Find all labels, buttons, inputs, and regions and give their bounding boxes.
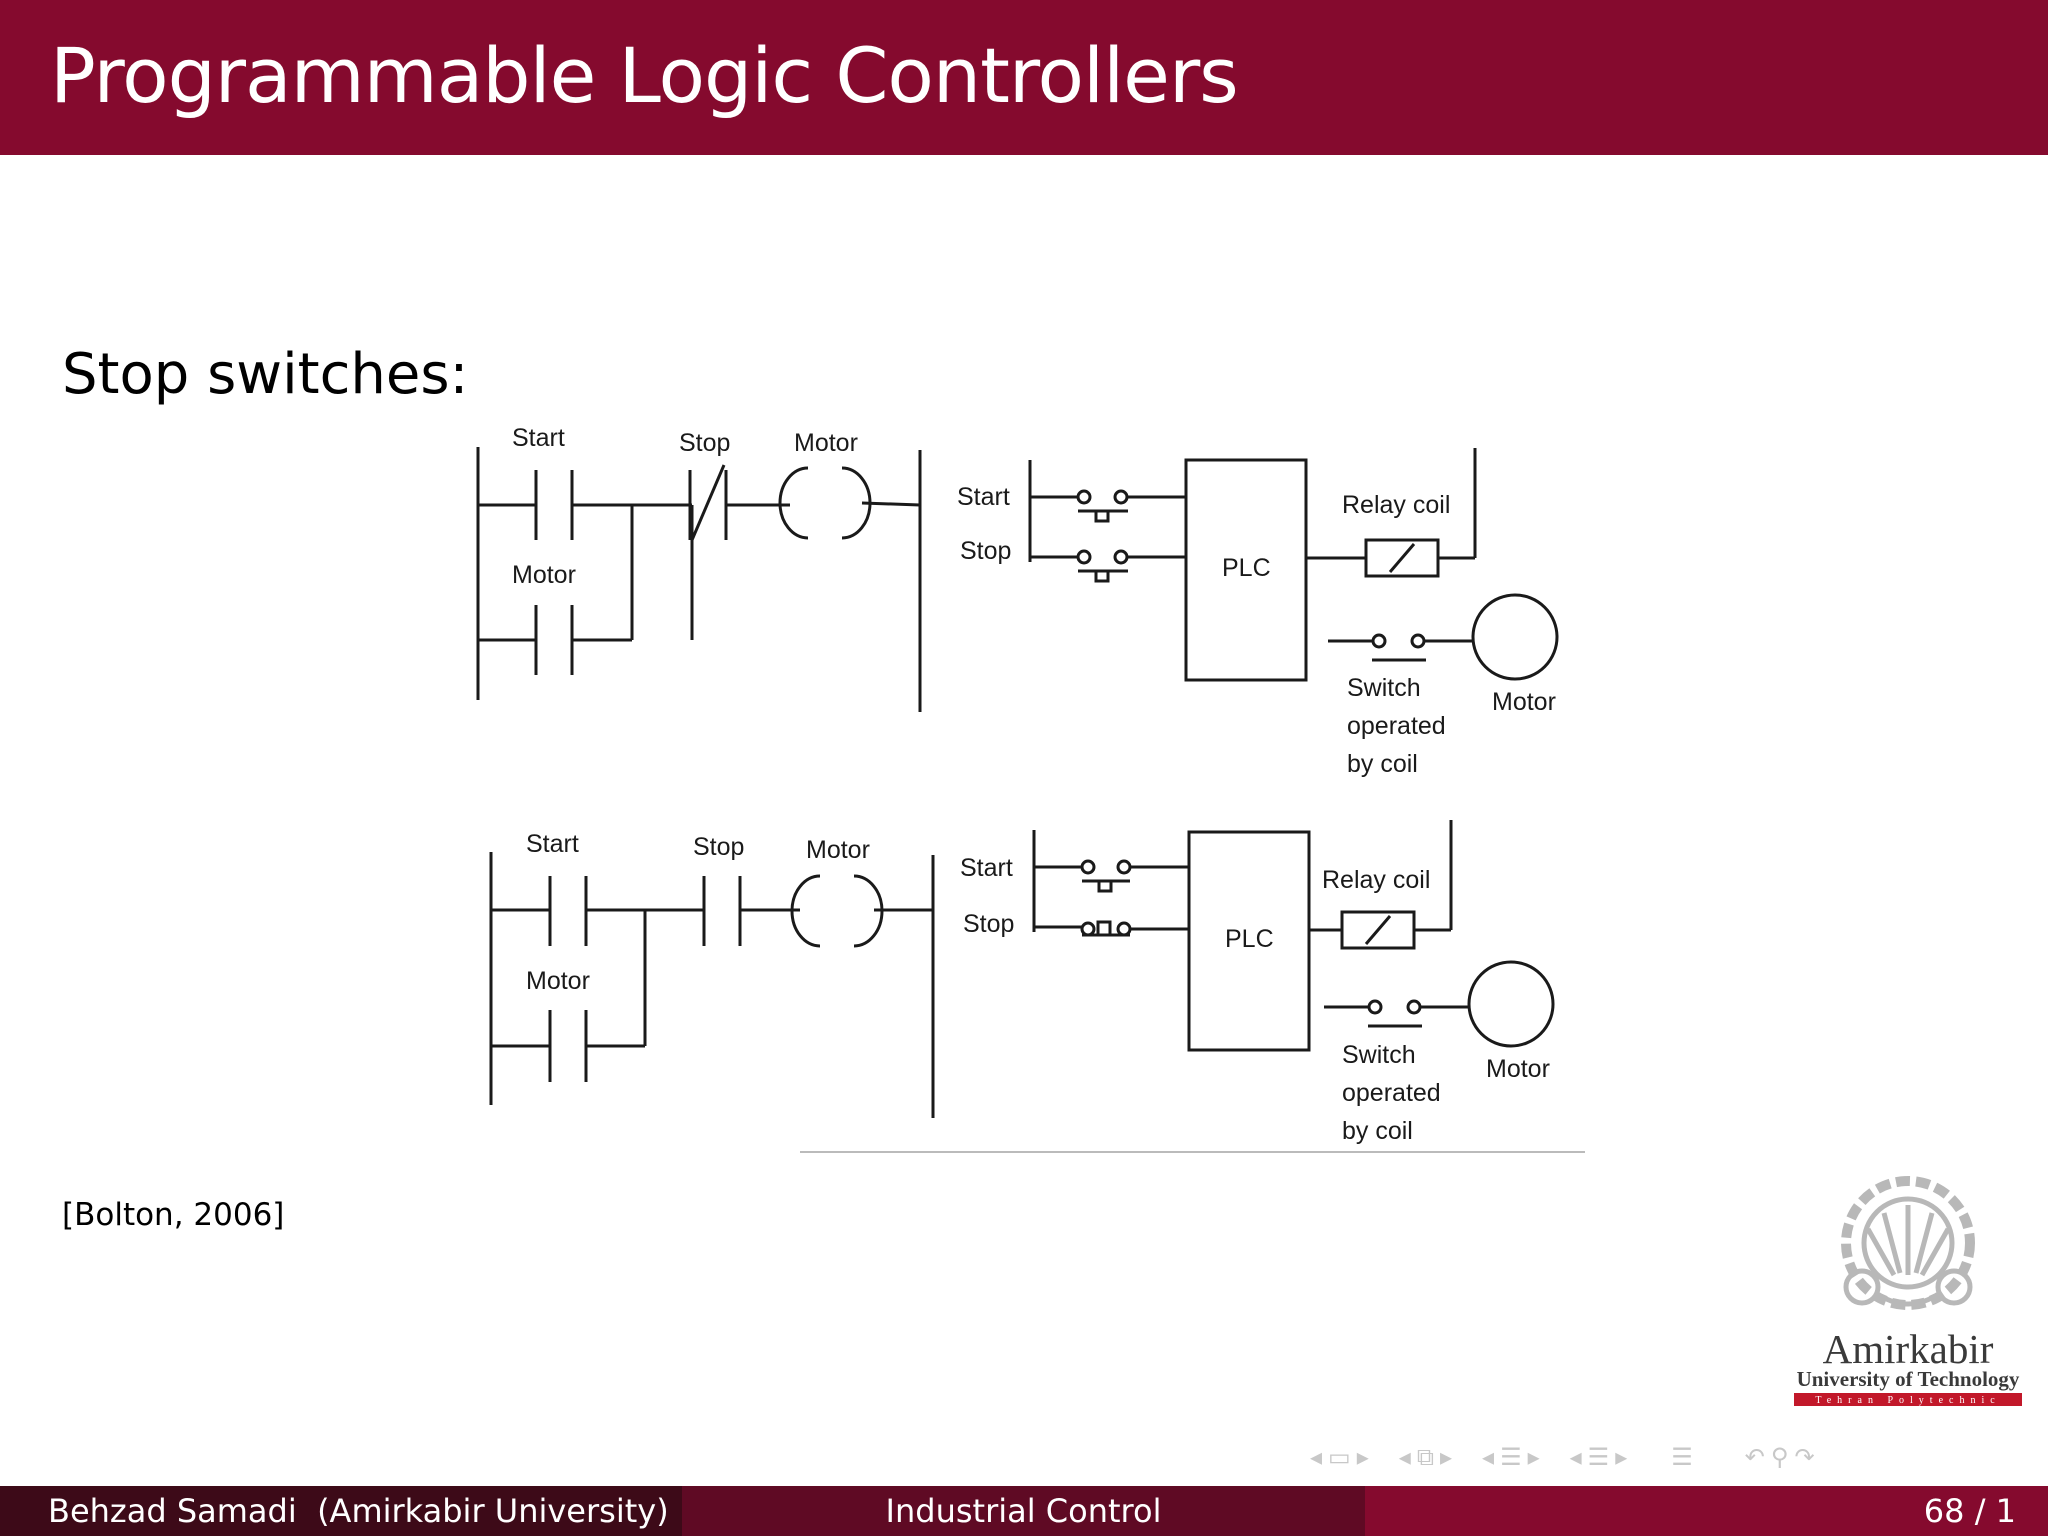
- prev-icon[interactable]: ◂: [1569, 1443, 1582, 1471]
- footer-page-number: 68 / 1: [1365, 1486, 2048, 1536]
- subsection-icon[interactable]: ⧉: [1416, 1443, 1434, 1471]
- logo-name: Amirkabir: [1823, 1326, 1994, 1372]
- top-motor-label: Motor: [1492, 688, 1556, 716]
- section-icon[interactable]: ☰: [1587, 1443, 1610, 1471]
- toc-icon[interactable]: ☰: [1671, 1443, 1693, 1471]
- bottom-switch-label-2: operated: [1342, 1079, 1441, 1107]
- bottom-relay-coil-label: Relay coil: [1322, 866, 1430, 894]
- top-switch-label-1: Switch: [1347, 674, 1421, 702]
- top-plc-diagram: [1028, 448, 1559, 682]
- top-switch-label-2: operated: [1347, 712, 1446, 740]
- prev-icon[interactable]: ◂: [1310, 1443, 1323, 1471]
- prev-icon[interactable]: ◂: [1398, 1443, 1411, 1471]
- top-ladder-diagram: [476, 447, 922, 712]
- next-icon[interactable]: ▸: [1527, 1443, 1540, 1471]
- next-icon[interactable]: ▸: [1615, 1443, 1628, 1471]
- logo-tag: Tehran Polytechnic: [1815, 1395, 2000, 1406]
- bottom-switch-label-1: Switch: [1342, 1041, 1416, 1069]
- search-icon[interactable]: ⚲: [1770, 1443, 1789, 1471]
- top-labels: Start Stop Motor Motor Start Stop PLC Re…: [512, 424, 1556, 778]
- top-plc-start-label: Start: [957, 483, 1010, 511]
- bottom-motor-label: Motor: [1486, 1055, 1550, 1083]
- back-icon[interactable]: ↶: [1744, 1443, 1765, 1471]
- bottom-ladder-motor-contact-label: Motor: [526, 967, 590, 995]
- logo-sub: University of Technology: [1797, 1367, 2020, 1391]
- footer-bar: Behzad Samadi (Amirkabir University) Ind…: [0, 1486, 2048, 1536]
- top-relay-coil-label: Relay coil: [1342, 491, 1450, 519]
- beamer-navigation: ◂ ▭ ▸ ◂ ⧉ ▸ ◂ ☰ ▸ ◂ ☰ ▸ ☰ ↶ ⚲ ↷: [1310, 1440, 1815, 1474]
- section-icon[interactable]: ☰: [1500, 1443, 1522, 1471]
- university-logo: Amirkabir University of Technology Tehra…: [1794, 1176, 2022, 1406]
- top-plc-label: PLC: [1222, 554, 1271, 582]
- footer-author: Behzad Samadi (Amirkabir University): [0, 1486, 682, 1536]
- bottom-ladder-motor-coil-label: Motor: [806, 836, 870, 864]
- footer-course: Industrial Control: [682, 1486, 1365, 1536]
- bottom-plc-start-label: Start: [960, 854, 1013, 882]
- bottom-plc-label: PLC: [1225, 925, 1274, 953]
- top-ladder-motor-contact-label: Motor: [512, 561, 576, 589]
- next-icon[interactable]: ▸: [1439, 1443, 1453, 1471]
- top-switch-label-3: by coil: [1347, 750, 1418, 778]
- next-icon[interactable]: ▸: [1356, 1443, 1369, 1471]
- frame-icon[interactable]: ▭: [1328, 1443, 1351, 1471]
- page-title: Programmable Logic Controllers: [50, 31, 1239, 120]
- top-ladder-stop-label: Stop: [679, 429, 730, 457]
- bottom-plc-stop-label: Stop: [963, 910, 1014, 938]
- bottom-labels: Start Stop Motor Motor Start Stop PLC Re…: [526, 830, 1550, 1145]
- bottom-ladder-stop-label: Stop: [693, 833, 744, 861]
- prev-icon[interactable]: ◂: [1482, 1443, 1495, 1471]
- bottom-ladder-start-label: Start: [526, 830, 579, 858]
- slide-subtitle: Stop switches:: [62, 342, 469, 407]
- top-plc-stop-label: Stop: [960, 537, 1011, 565]
- citation: [Bolton, 2006]: [62, 1197, 285, 1233]
- bottom-switch-label-3: by coil: [1342, 1117, 1413, 1145]
- top-ladder-motor-coil-label: Motor: [794, 429, 858, 457]
- bottom-ladder-diagram: [489, 852, 935, 1118]
- title-bar: Programmable Logic Controllers: [0, 0, 2048, 155]
- bottom-plc-diagram: [1032, 820, 1555, 1052]
- top-ladder-start-label: Start: [512, 424, 565, 452]
- forward-icon[interactable]: ↷: [1794, 1443, 1815, 1471]
